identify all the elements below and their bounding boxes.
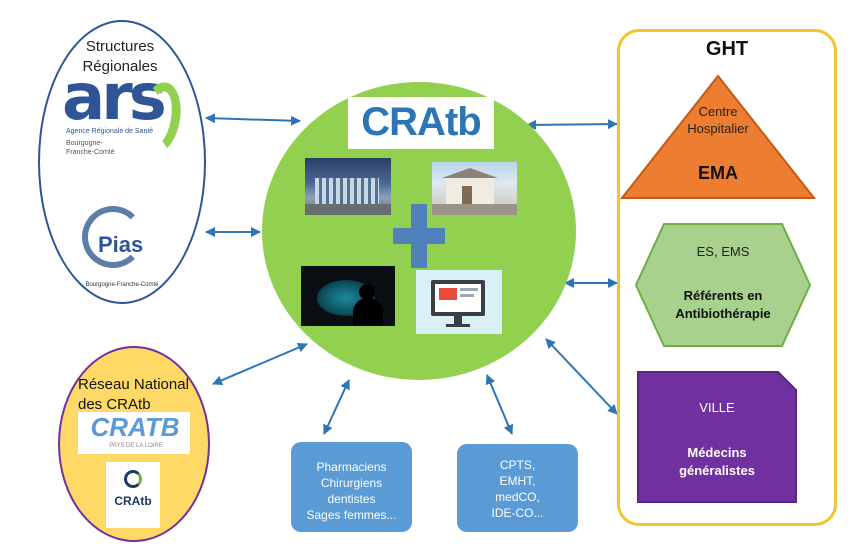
teleconsultation-image <box>301 266 395 326</box>
ars-region-line2: Franche-Comté <box>66 149 115 156</box>
cratb-pdl-subtitle: PAYS DE LA LOIRE <box>109 443 163 449</box>
arrow-box1 <box>323 379 350 435</box>
cpias-logo: Pias <box>98 232 144 257</box>
online-training-image <box>416 270 502 334</box>
ars-logo: ars <box>62 61 167 135</box>
triangle-label-line1: Centre <box>698 104 738 119</box>
network-title-line2: des CRAtb <box>78 396 151 413</box>
cratb-pdl-logo: CRATB <box>90 412 180 442</box>
hexagon-label-line1: ES, EMS <box>696 244 750 259</box>
ville-label: VILLE <box>699 400 735 415</box>
health-house-image <box>432 162 517 215</box>
regional-title-line2: Régionales <box>82 58 158 75</box>
ville-label-bold1: Médecins <box>687 445 747 460</box>
arrow-ars <box>205 113 301 126</box>
box1-line3: dentistes <box>327 492 376 506</box>
health-professionals-box <box>291 442 412 532</box>
arrow-ght-top <box>526 119 618 130</box>
hexagon-label-bold2: Antibiothérapie <box>675 306 771 321</box>
box1-line1: Pharmaciens <box>316 460 387 474</box>
cratb-pdl-logo-box <box>78 412 190 454</box>
cratb-small-logo-mark <box>124 470 142 488</box>
hospital-building-image <box>305 158 391 215</box>
arrow-box2 <box>485 374 514 435</box>
regional-title-line1: Structures <box>85 38 155 55</box>
box1-line2: Chirurgiens <box>320 476 383 490</box>
ars-region-line1: Bourgogne- <box>66 140 103 147</box>
plus-icon <box>393 204 445 268</box>
ema-triangle <box>620 74 816 199</box>
arrow-network <box>212 342 308 386</box>
ars-subtitle: Agence Régionale de Santé <box>66 128 154 135</box>
cratb-center-logo: CRAtb <box>361 100 481 144</box>
box2-line3: medCO, <box>495 490 540 504</box>
triangle-label-ema: EMA <box>698 163 738 183</box>
ght-title: GHT <box>705 38 749 60</box>
ville-box <box>637 371 797 503</box>
cpias-subtitle: Bourgogne-Franche-Comté <box>85 282 159 288</box>
coordination-structures-box <box>457 444 578 532</box>
box1-line4: Sages femmes... <box>306 508 397 522</box>
ville-label-bold2: généralistes <box>679 463 755 478</box>
box2-line2: EMHT, <box>499 474 536 488</box>
arrow-ght-bottom <box>545 338 618 415</box>
cpias-logo-ring <box>82 206 144 268</box>
hexagon-label-bold1: Référents en <box>683 288 763 303</box>
box2-line4: IDE-CO... <box>491 506 544 520</box>
triangle-label-line2: Hospitalier <box>687 121 749 136</box>
box2-line1: CPTS, <box>499 458 536 472</box>
referents-hexagon <box>634 223 812 347</box>
cratb-center-logo-box <box>348 97 494 149</box>
network-title-line1: Réseau National <box>78 376 189 393</box>
cratb-small-logo: CRAtb <box>114 494 152 508</box>
